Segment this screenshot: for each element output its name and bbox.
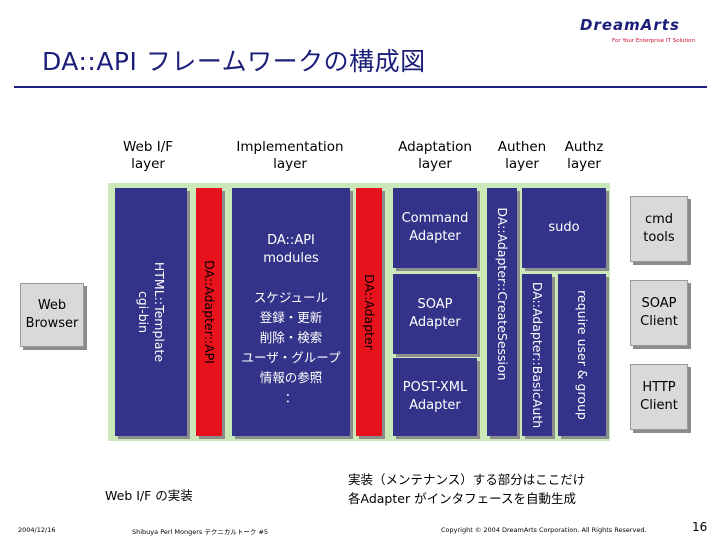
adapter-label: DA::Adapter	[362, 274, 377, 350]
modules-function-list: スケジュール 登録・更新 削除・検索 ユーザ・グループ 情報の参照 ：	[241, 290, 341, 405]
require-user-label: require user & group	[575, 290, 590, 420]
footer-date: 2004/12/16	[18, 526, 56, 534]
impl-note-line2: 各Adapter がインタフェースを自動生成	[348, 491, 576, 506]
footer-copyright: Copyright © 2004 DreamArts Corporation. …	[441, 526, 647, 534]
basic-auth-label: DA::Adapter::BasicAuth	[530, 281, 545, 429]
adapter-box: DA::Adapter	[356, 188, 382, 436]
title-divider	[14, 86, 707, 88]
require-user-box: require user & group	[558, 274, 606, 436]
basic-auth-box: DA::Adapter::BasicAuth	[522, 274, 552, 436]
page-number: 16	[692, 520, 708, 534]
impl-note-line1: 実装（メンテナンス）する部分はここだけ	[348, 472, 586, 487]
webif-note: Web I/F の実装	[105, 488, 193, 503]
footer-event: Shibuya Perl Mongers テクニカルトーク #5	[132, 528, 269, 536]
adapter-api-box: DA::Adapter::API	[196, 188, 222, 436]
logo-tagline: For Your Enterprise IT Solution	[612, 38, 696, 44]
create-session-label: DA::Adapter::CreateSession	[495, 207, 510, 381]
logo-word: DreamArts	[580, 16, 680, 34]
sudo-box: sudo	[522, 188, 606, 268]
create-session-box: DA::Adapter::CreateSession	[487, 188, 517, 436]
adapter-api-label: DA::Adapter::API	[202, 260, 217, 364]
page-title: DA::API フレームワークの構成図	[42, 47, 426, 76]
company-logo: DreamArts For Your Enterprise IT Solutio…	[580, 16, 708, 48]
